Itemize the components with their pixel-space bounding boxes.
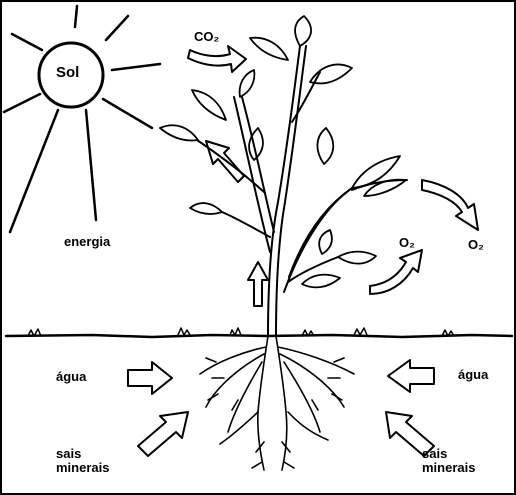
- o2-arrow-right: [422, 180, 478, 230]
- minerals-right-label: sais minerais: [422, 447, 512, 474]
- sun-rays: [4, 6, 160, 232]
- water-right-label: água: [458, 368, 488, 382]
- sun-label: Sol: [56, 65, 79, 81]
- minerals-right-line2: minerais: [422, 460, 475, 475]
- minerals-left-label: sais minerais: [56, 447, 146, 474]
- o2-leaf-label: O₂: [399, 236, 415, 250]
- plant-stem: [197, 46, 407, 336]
- plant-leaves: [160, 16, 406, 287]
- co2-label: CO₂: [194, 30, 219, 44]
- water-left-label: água: [56, 370, 86, 384]
- sap-up-arrow-lower: [248, 262, 268, 306]
- sap-up-arrow-upper: [206, 141, 244, 182]
- minerals-left-line2: minerais: [56, 460, 109, 475]
- plant-roots: [200, 336, 354, 470]
- water-arrow-right: [388, 360, 434, 392]
- co2-arrow: [188, 46, 246, 72]
- ground-line: [6, 335, 512, 337]
- water-arrow-left: [128, 362, 172, 394]
- o2-arrow-leaf: [370, 250, 422, 294]
- o2-right-label: O₂: [468, 238, 484, 252]
- energy-label: energia: [64, 235, 110, 249]
